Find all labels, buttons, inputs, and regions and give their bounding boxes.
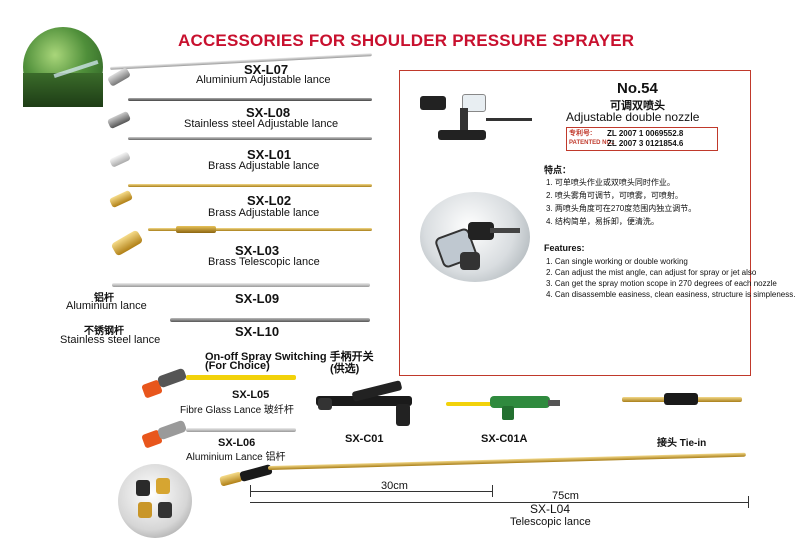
lance-name-l02: Brass Adjustable lance: [208, 207, 320, 219]
lance-sx-l09-rod: [112, 283, 370, 287]
nozzles-closeup-photo: [118, 464, 192, 538]
lance-code-l09: SX-L09: [235, 291, 280, 306]
code-sx-l06: SX-L06: [218, 437, 256, 449]
lance-cn-l09: 铝杆: [94, 293, 114, 304]
code-sx-l04: SX-L04: [530, 502, 571, 516]
double-nozzle-image: [420, 92, 532, 154]
lance-code-l10: SX-L10: [235, 324, 280, 339]
page-title: ACCESSORIES FOR SHOULDER PRESSURE SPRAYE…: [178, 31, 635, 50]
lance-sx-l10-rod: [170, 318, 370, 322]
list-item: 2. Can adjust the mist angle, can adjust…: [546, 268, 757, 277]
name-sx-l04: Telescopic lance: [510, 516, 591, 528]
nozzle-tip-icon: [108, 189, 134, 209]
features-cn-list: 1. 可单喷头作业或双喷头同时作业。 2. 喷头雾角可调节，可喷雾，可喷射。 3…: [546, 177, 696, 227]
lance-name-l07: Aluminium Adjustable lance: [196, 74, 331, 86]
switching-for-choice: (For Choice): [205, 360, 270, 372]
lance-cn-l10: 不锈钢杆: [84, 326, 124, 337]
nozzle-name-cn: 可调双喷头: [610, 100, 665, 112]
list-item: 4. Can disassemble easiness, clean easin…: [546, 290, 795, 299]
patent-box: 专利号: PATENTED NO.: ZL 2007 1 0069552.8 Z…: [566, 127, 718, 151]
features-title: Features:: [544, 243, 585, 253]
nozzle-number: No.54: [617, 80, 658, 97]
features-cn-title: 特点：: [544, 165, 572, 175]
dimension-line-75cm: [250, 502, 748, 503]
lance-name-l10: Stainless steel lance: [60, 334, 161, 346]
name-sx-l06: Aluminium Lance 铝杆: [186, 452, 286, 463]
code-sx-c01: SX-C01: [345, 433, 384, 445]
lance-code-l02: SX-L02: [247, 193, 292, 208]
lance-name-l08: Stainless steel Adjustable lance: [184, 118, 339, 130]
lance-code-l03: SX-L03: [235, 243, 280, 258]
tie-in-label: 接头 Tie-in: [657, 438, 707, 449]
dimension-75cm: 75cm: [552, 490, 579, 502]
list-item: 1. Can single working or double working: [546, 257, 688, 266]
code-sx-l05: SX-L05: [232, 389, 270, 401]
list-item: 3. Can get the spray motion scope in 270…: [546, 279, 777, 288]
lance-code-l07: SX-L07: [244, 62, 289, 77]
nozzle-tip-icon: [106, 67, 132, 87]
list-item: 2. 喷头雾角可调节，可喷雾，可喷射。: [546, 191, 683, 200]
nozzle-name: Adjustable double nozzle: [566, 110, 700, 124]
patent-line-2: ZL 2007 3 0121854.6: [607, 139, 684, 148]
patent-label-cn: 专利号:: [569, 130, 593, 137]
field-photo: [23, 27, 103, 107]
nozzle-closeup-photo: [420, 192, 530, 282]
patent-label-en: PATENTED NO.:: [569, 140, 615, 146]
code-sx-c01a: SX-C01A: [481, 433, 528, 445]
switching-title: On-off Spray Switching 手柄开关: [205, 351, 374, 363]
lance-name-l01: Brass Adjustable lance: [208, 160, 320, 172]
features-list: 1. Can single working or double working …: [546, 256, 795, 300]
lance-code-l08: SX-L08: [246, 105, 291, 120]
list-item: 1. 可单喷头作业或双喷头同时作业。: [546, 178, 675, 187]
dimension-30cm: 30cm: [381, 480, 408, 492]
lance-name-l03: Brass Telescopic lance: [208, 256, 320, 268]
nozzle-tip-icon: [109, 151, 131, 168]
lance-code-l01: SX-L01: [247, 147, 292, 162]
switching-for-choice-cn: (供选): [330, 363, 360, 375]
list-item: 4. 结构简单，易拆卸，便清洗。: [546, 217, 659, 226]
list-item: 3. 两喷头角度可在270度范围内独立调节。: [546, 204, 697, 213]
dimension-line-30cm: [250, 491, 492, 492]
name-sx-l05: Fibre Glass Lance 玻纤杆: [180, 405, 294, 416]
patent-line-1: ZL 2007 1 0069552.8: [607, 129, 684, 138]
nozzle-tip-icon: [110, 229, 144, 257]
lance-name-l09: Aluminium lance: [66, 300, 147, 312]
nozzle-tip-icon: [106, 110, 132, 130]
